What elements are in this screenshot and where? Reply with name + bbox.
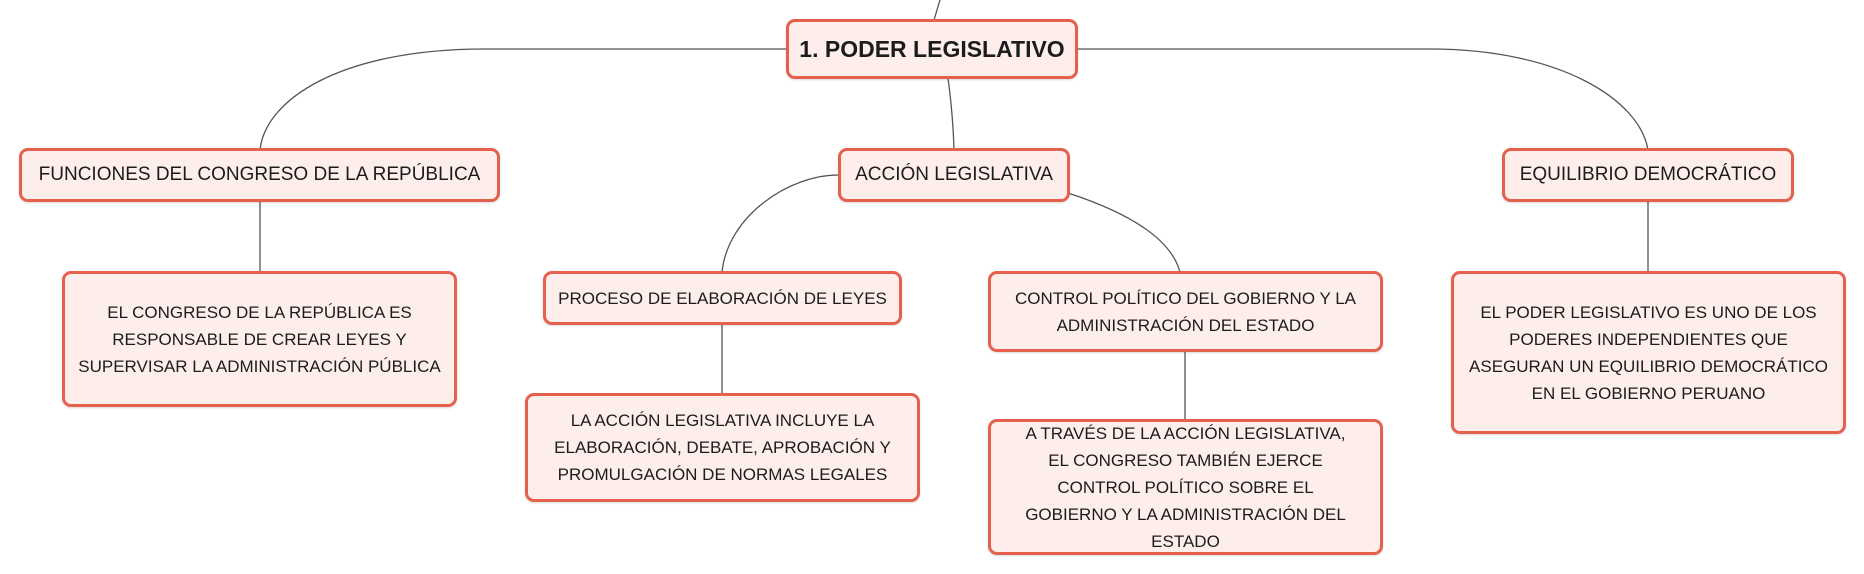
branch-funciones[interactable]: FUNCIONES DEL CONGRESO DE LA REPÚBLICA: [19, 148, 500, 202]
branch-accion-label: ACCIÓN LEGISLATIVA: [855, 164, 1053, 185]
detail-funciones-text: EL CONGRESO DE LA REPÚBLICA ES RESPONSAB…: [78, 302, 441, 376]
connector-accion-control: [1067, 192, 1181, 273]
detail-funciones[interactable]: EL CONGRESO DE LA REPÚBLICA ES RESPONSAB…: [62, 271, 457, 407]
branch-equilibrio[interactable]: EQUILIBRIO DEMOCRÁTICO: [1502, 148, 1794, 202]
connector-main-funciones: [259, 48, 790, 151]
subbranch-proceso[interactable]: PROCESO DE ELABORACIÓN DE LEYES: [543, 271, 902, 325]
detail-control-text: A TRAVÉS DE LA ACCIÓN LEGISLATIVA, EL CO…: [1025, 423, 1346, 551]
subbranch-control-label: CONTROL POLÍTICO DEL GOBIERNO Y LA ADMIN…: [1014, 288, 1357, 335]
detail-proceso-text: LA ACCIÓN LEGISLATIVA INCLUYE LA ELABORA…: [554, 411, 891, 484]
detail-control[interactable]: A TRAVÉS DE LA ACCIÓN LEGISLATIVA, EL CO…: [988, 419, 1383, 555]
detail-proceso[interactable]: LA ACCIÓN LEGISLATIVA INCLUYE LA ELABORA…: [525, 393, 920, 502]
detail-equilibrio-text: EL PODER LEGISLATIVO ES UNO DE LOS PODER…: [1469, 302, 1828, 403]
subbranch-control[interactable]: CONTROL POLÍTICO DEL GOBIERNO Y LA ADMIN…: [988, 271, 1383, 352]
branch-funciones-label: FUNCIONES DEL CONGRESO DE LA REPÚBLICA: [38, 164, 481, 185]
connector-parent: [933, 0, 941, 21]
connector-main-equilibrio: [1076, 48, 1649, 151]
connector-main-accion: [947, 77, 955, 151]
connector-accion-proceso: [721, 174, 839, 273]
subbranch-proceso-label: PROCESO DE ELABORACIÓN DE LEYES: [558, 288, 887, 308]
branch-equilibrio-label: EQUILIBRIO DEMOCRÁTICO: [1519, 164, 1777, 185]
detail-equilibrio[interactable]: EL PODER LEGISLATIVO ES UNO DE LOS PODER…: [1451, 271, 1846, 434]
main-topic-label: 1. PODER LEGISLATIVO: [799, 35, 1065, 62]
main-topic[interactable]: 1. PODER LEGISLATIVO: [786, 19, 1078, 79]
branch-accion-legislativa[interactable]: ACCIÓN LEGISLATIVA: [838, 148, 1070, 202]
